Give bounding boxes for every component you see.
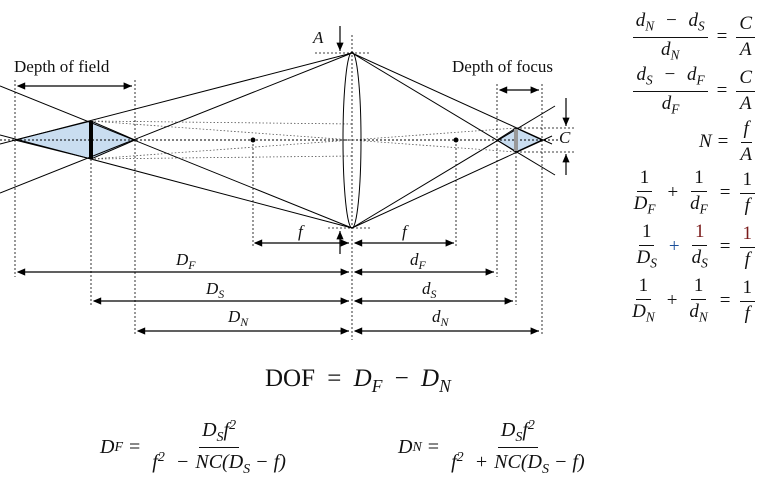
chief-rays	[90, 120, 517, 160]
DF-label: DF	[176, 250, 196, 273]
aperture-label: A	[313, 28, 324, 47]
focal-length-label-right: f	[402, 222, 407, 241]
DS-label: DS	[206, 279, 225, 302]
rays	[0, 52, 556, 229]
dF-label: dF	[410, 250, 426, 273]
dN-label: dN	[432, 307, 449, 330]
depth-of-focus-label: Depth of focus	[452, 57, 554, 76]
depth-of-field-label: Depth of field	[14, 57, 110, 76]
dimension-arrows	[16, 26, 570, 335]
dS-label: dS	[422, 279, 437, 302]
DN-label: DN	[228, 307, 249, 330]
focal-length-label-left: f	[298, 222, 303, 241]
coc-label: C	[559, 128, 571, 147]
guide-lines	[14, 35, 575, 340]
eq-dof: DOF = DF − DN	[265, 365, 451, 397]
depth-of-focus-region	[496, 127, 544, 153]
